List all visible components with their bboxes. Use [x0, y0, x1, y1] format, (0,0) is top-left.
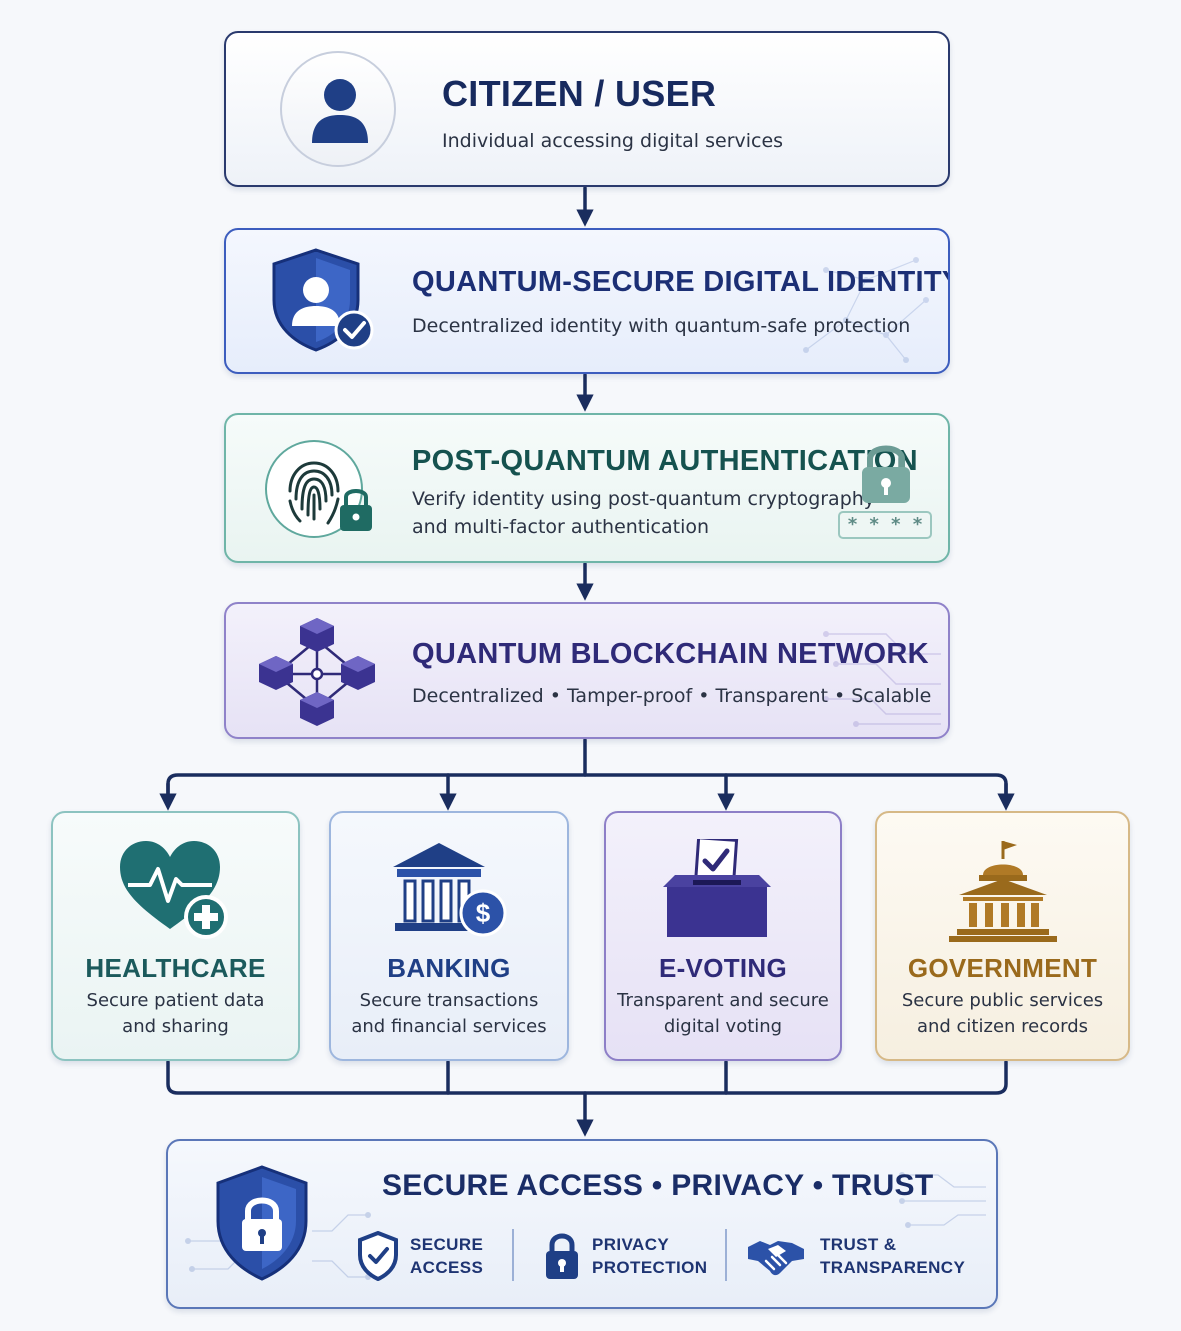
sector-title: GOVERNMENT — [907, 953, 1098, 983]
outcome-item-trust: TRUST & TRANSPARENCY — [746, 1229, 966, 1285]
outcome-divider — [512, 1229, 514, 1281]
merge-bar — [166, 1060, 1008, 1095]
auth-subtitle-2: and multi-factor authentication — [412, 516, 710, 538]
auth-title: POST-QUANTUM AUTHENTICATION — [412, 445, 918, 477]
outcome-title: SECURE ACCESS • PRIVACY • TRUST — [382, 1169, 934, 1202]
digital-identity-box: QUANTUM-SECURE DIGITAL IDENTITY Decentra… — [224, 228, 950, 374]
lock-icon — [546, 1233, 578, 1279]
circuit-pattern — [823, 631, 941, 727]
capitol-icon — [948, 841, 1057, 942]
blockchain-box: QUANTUM BLOCKCHAIN NETWORK Decentralized… — [224, 602, 950, 739]
identity-title: QUANTUM-SECURE DIGITAL IDENTITY — [412, 266, 950, 298]
chain-title: QUANTUM BLOCKCHAIN NETWORK — [412, 638, 929, 670]
svg-text:$: $ — [476, 898, 491, 928]
handshake-icon — [748, 1241, 804, 1276]
identity-subtitle: Decentralized identity with quantum-safe… — [412, 315, 911, 337]
user-title: CITIZEN / USER — [442, 73, 717, 114]
sector-title: E-VOTING — [658, 953, 788, 983]
padlock-icon — [862, 445, 910, 503]
fingerprint-icon — [265, 440, 372, 538]
password-field: * * * * — [838, 511, 932, 539]
blockchain-icon — [259, 618, 375, 726]
network-pattern — [803, 257, 929, 363]
outcome-divider — [725, 1229, 727, 1281]
user-icon — [312, 79, 368, 143]
shield-check-icon — [358, 1231, 398, 1281]
sector-title: HEALTHCARE — [85, 953, 266, 983]
auth-subtitle-1: Verify identity using post-quantum crypt… — [412, 488, 876, 510]
shield-lock-icon — [216, 1165, 308, 1281]
ballot-box-icon — [663, 836, 771, 937]
heart-pulse-icon — [119, 841, 228, 939]
bank-icon: $ — [393, 843, 507, 937]
citizen-user-box: CITIZEN / USER Individual accessing digi… — [224, 31, 950, 187]
shield-user-icon — [272, 248, 374, 352]
outcome-item-secure-access: SECURE ACCESS — [356, 1229, 506, 1285]
sector-title: BANKING — [387, 953, 511, 983]
outcome-box: SECURE ACCESS • PRIVACY • TRUST SECURE A… — [166, 1139, 998, 1309]
user-subtitle: Individual accessing digital services — [442, 130, 784, 152]
outcome-item-privacy: PRIVACY PROTECTION — [542, 1229, 712, 1285]
branch-bar — [166, 773, 1008, 802]
chain-subtitle: Decentralized • Tamper-proof • Transpare… — [412, 685, 932, 707]
authentication-box: POST-QUANTUM AUTHENTICATION Verify ident… — [224, 413, 950, 563]
circuit-right-pattern — [899, 1172, 986, 1228]
user-avatar — [280, 51, 396, 167]
